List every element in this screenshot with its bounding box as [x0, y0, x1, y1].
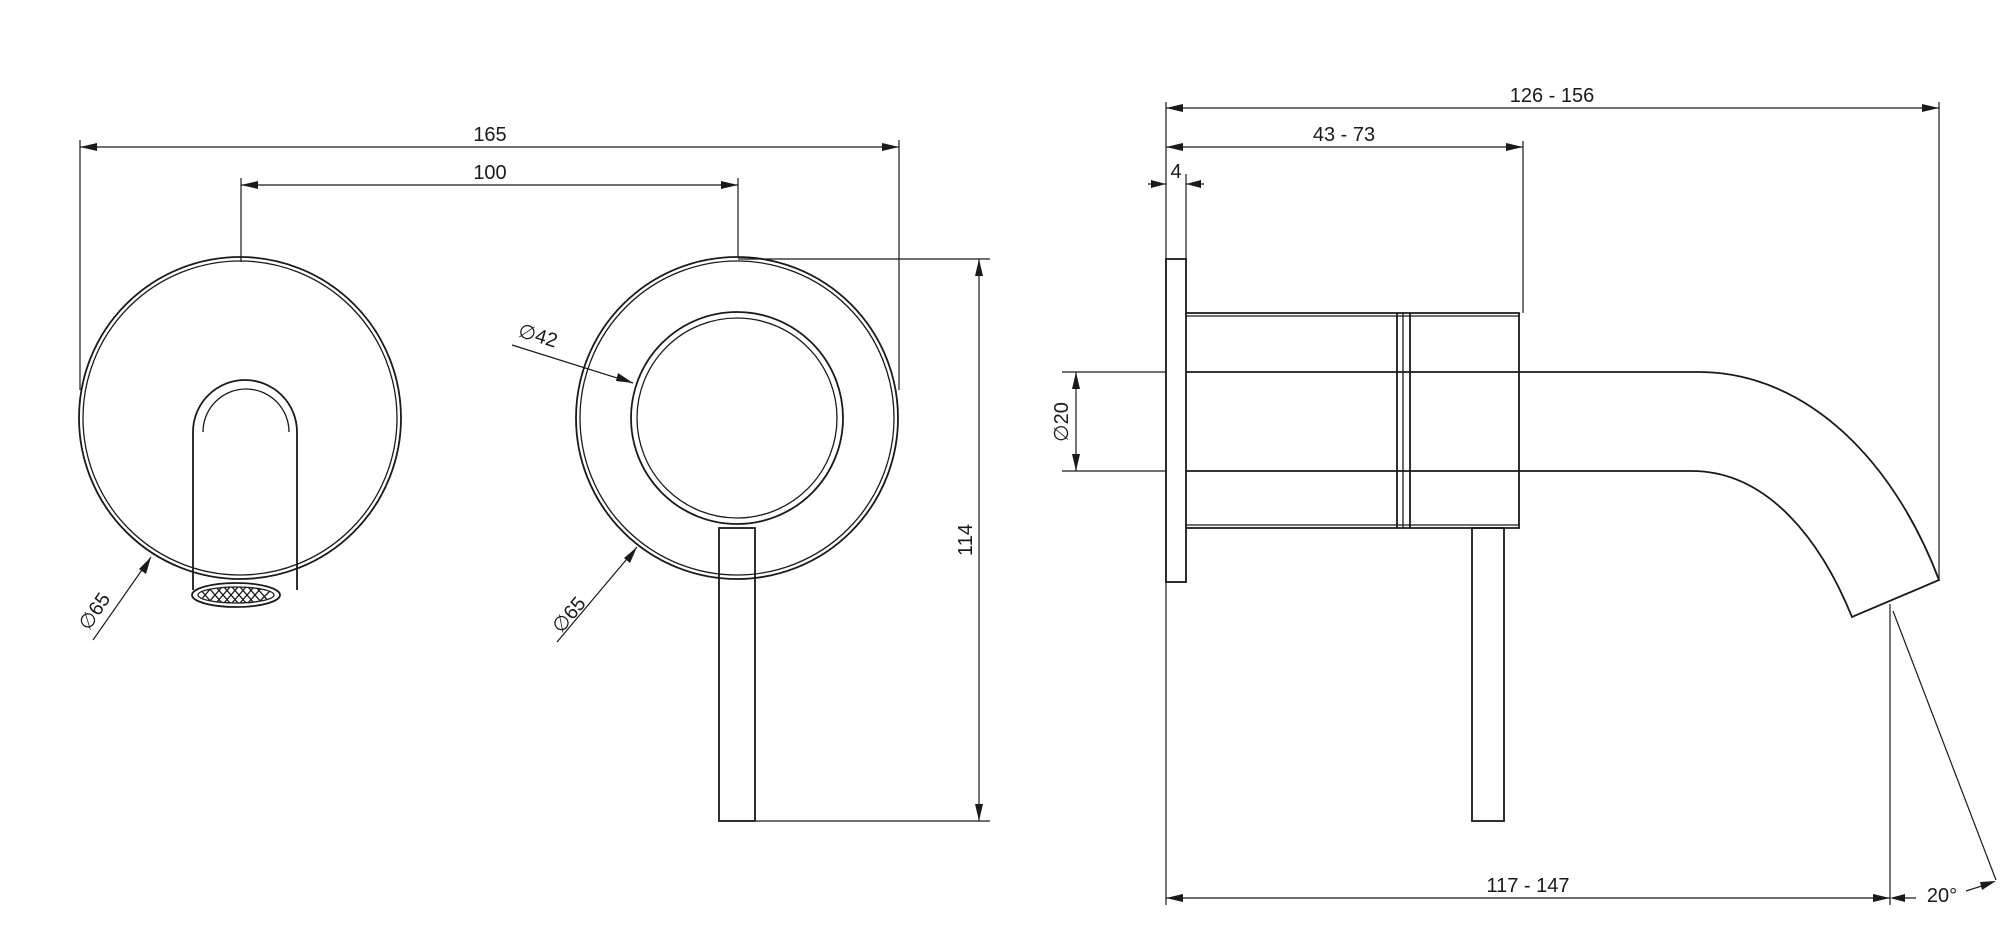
dim-100: 100 [473, 162, 506, 184]
spout-wall-plate [78, 256, 402, 580]
dim-body-depth: 43 - 73 [1313, 124, 1375, 146]
handle-lever-front [718, 527, 756, 822]
side-dimensions: 126 - 156 43 - 73 4 ∅20 117 - 147 20° [1051, 85, 1997, 907]
front-view-spout [78, 256, 402, 608]
front-view-handle [575, 256, 899, 822]
side-lever [1471, 527, 1505, 822]
aerator [191, 582, 281, 608]
dim-total-projection: 126 - 156 [1510, 85, 1595, 107]
front-dimensions: 165 100 114 ∅65 ∅65 ∅42 [75, 124, 990, 822]
dim-handle-plate-diameter: ∅65 [548, 593, 590, 638]
side-wall-plate [1165, 258, 1187, 583]
dim-tip-angle: 20° [1927, 885, 1957, 907]
dim-spout-reach: 117 - 147 [1486, 875, 1569, 897]
dim-plate-thickness: 4 [1170, 161, 1181, 183]
dim-165: 165 [473, 124, 506, 146]
spout-body-front [192, 379, 298, 590]
handle-knob [630, 311, 844, 525]
dim-spout-plate-diameter: ∅65 [75, 589, 115, 634]
side-spout [1186, 371, 1941, 619]
dim-114: 114 [955, 524, 977, 556]
handle-wall-plate [575, 256, 899, 580]
side-view [1165, 258, 1941, 822]
dim-spout-diameter: ∅20 [1051, 402, 1073, 442]
side-body [1186, 312, 1520, 529]
